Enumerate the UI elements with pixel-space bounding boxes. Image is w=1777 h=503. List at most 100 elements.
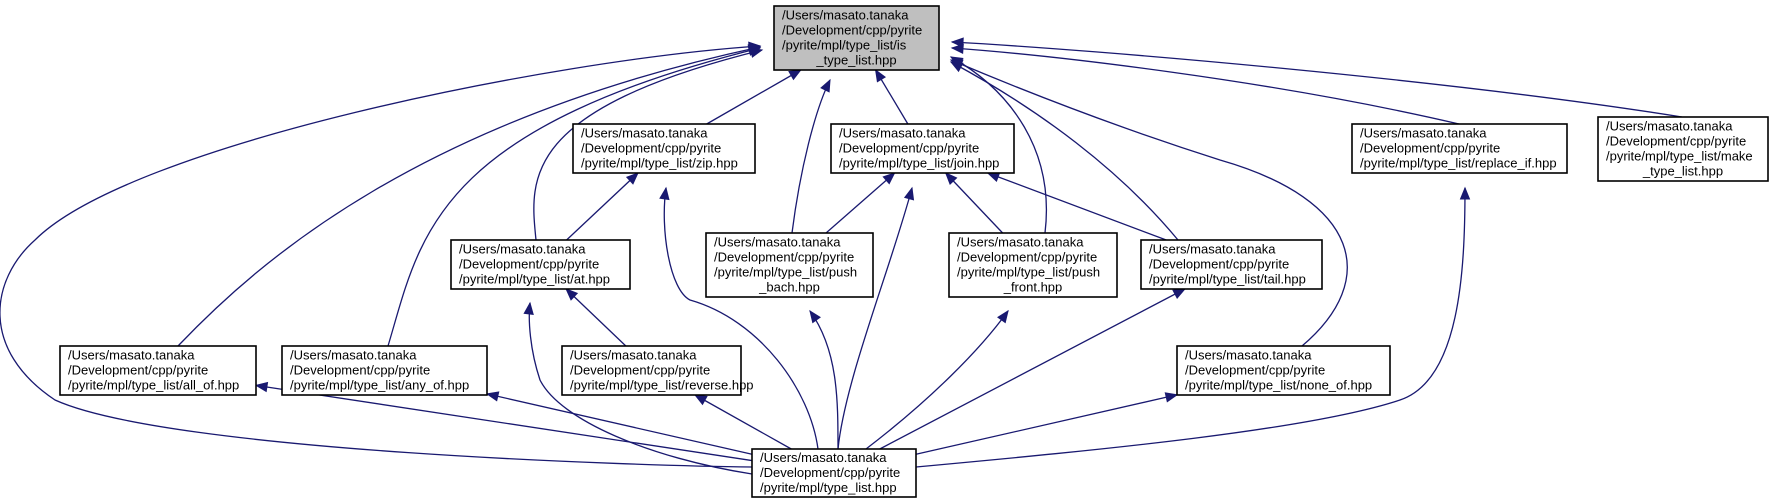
node-label-line: /Development/cpp/pyrite [957,250,1097,265]
arrowhead-icon [659,186,670,201]
node-label-line: /pyrite/mpl/type_list/reverse.hpp [570,378,754,393]
edge-replace_if-to-is_type_list [950,43,1460,125]
arrowhead-icon [903,186,915,201]
node-label-line: /pyrite/mpl/type_list/none_of.hpp [1185,378,1372,393]
edge-type_list-to-is_type_list [0,41,762,468]
edge-type_list-to-any_of [485,391,753,455]
node-label-line: /Users/masato.tanaka [760,450,887,465]
edge-line [987,172,1167,241]
node-box [830,123,1015,174]
file-node-zip[interactable]: /Users/masato.tanaka/Development/cpp/pyr… [572,123,756,174]
edges-layer [0,37,1683,475]
arrowhead-icon [625,172,639,185]
node-box [751,448,917,498]
file-node-is-type-list[interactable]: /Users/masato.tanaka/Development/cpp/pyr… [773,5,940,71]
node-label-line: /Development/cpp/pyrite [714,250,854,265]
edge-line [951,41,1683,118]
node-label-line: /pyrite/mpl/type_list/all_of.hpp [68,378,239,393]
node-label-line: /Development/cpp/pyrite [1606,134,1746,149]
edge-line [566,172,639,241]
node-box [1176,345,1391,396]
node-label-line: /pyrite/mpl/type_list/at.hpp [459,272,610,287]
arrowhead-icon [1459,186,1471,200]
file-node-tail[interactable]: /Users/masato.tanaka/Development/cpp/pyr… [1140,239,1323,290]
file-node-push-front[interactable]: /Users/masato.tanaka/Development/cpp/pyr… [948,232,1118,298]
node-label-line: /Users/masato.tanaka [570,348,697,363]
file-node-any-of[interactable]: /Users/masato.tanaka/Development/cpp/pyr… [281,345,488,396]
edge-line [950,56,1047,234]
edge-at-to-zip [566,172,639,241]
file-node-type-list[interactable]: /Users/masato.tanaka/Development/cpp/pyr… [751,448,917,498]
arrowhead-icon [565,288,579,301]
arrowhead-icon [254,381,269,393]
file-node-all-of[interactable]: /Users/masato.tanaka/Development/cpp/pyr… [59,345,257,396]
node-label-line: /pyrite/mpl/type_list/push [714,265,857,280]
edge-line [865,310,1009,450]
file-node-reverse[interactable]: /Users/masato.tanaka/Development/cpp/pyr… [561,345,754,396]
edge-type_list-to-replace_if [915,186,1471,468]
node-label-line: /Development/cpp/pyrite [290,363,430,378]
arrowhead-icon [950,37,964,48]
edge-line [565,288,627,347]
node-label-line: /Users/masato.tanaka [782,8,909,23]
file-node-replace-if[interactable]: /Users/masato.tanaka/Development/cpp/pyr… [1351,123,1568,174]
file-node-make-type-list[interactable]: /Users/masato.tanaka/Development/cpp/pyr… [1597,116,1769,182]
node-label-line: /pyrite/mpl/type_list/zip.hpp [581,156,738,171]
node-label-line: /Users/masato.tanaka [1149,242,1276,257]
file-node-at[interactable]: /Users/masato.tanaka/Development/cpp/pyr… [450,239,631,290]
arrowhead-icon [882,172,896,185]
arrowhead-icon [523,301,534,316]
arrowhead-icon [485,391,500,402]
node-label-line: /Users/masato.tanaka [1606,119,1733,134]
edge-none_of-to-is_type_list [949,59,1348,347]
node-label-line: /pyrite/mpl/type_list/tail.hpp [1149,272,1306,287]
node-label-line: /Users/masato.tanaka [68,348,195,363]
edge-line [486,393,753,455]
node-label-line: _type_list.hpp [815,53,896,68]
node-box [1597,116,1769,182]
edge-type_list-to-push_bach [809,309,839,450]
node-label-line: /pyrite/mpl/type_list/replace_if.hpp [1360,156,1557,171]
file-node-push-bach[interactable]: /Users/masato.tanaka/Development/cpp/pyr… [705,232,874,298]
node-label-line: /Users/masato.tanaka [714,235,841,250]
node-label-line: /pyrite/mpl/type_list.hpp [760,480,897,495]
arrowhead-icon [997,309,1009,324]
node-label-line: /Development/cpp/pyrite [581,141,721,156]
node-label-line: /Development/cpp/pyrite [68,363,208,378]
node-box [281,345,488,396]
arrowhead-icon [986,172,1001,182]
edge-line [950,59,1348,347]
edge-line [791,79,831,234]
arrowhead-icon [748,41,762,52]
edge-line [663,187,819,450]
edge-line [533,49,763,241]
edge-line [255,384,753,462]
arrowhead-icon [1164,392,1179,403]
edge-line [177,46,761,347]
node-label-line: /Development/cpp/pyrite [459,257,599,272]
node-label-line: /Development/cpp/pyrite [1149,257,1289,272]
edge-line [694,394,792,450]
edge-line [825,172,895,234]
arrowhead-icon [693,394,708,406]
node-label-line: /Users/masato.tanaka [1360,126,1487,141]
edge-push_front-to-join [944,172,1004,234]
node-label-line: /Development/cpp/pyrite [1360,141,1500,156]
edge-type_list-to-push_front [865,309,1009,450]
arrowhead-icon [809,309,821,324]
edge-reverse-to-at [565,288,627,347]
node-label-line: /Development/cpp/pyrite [1185,363,1325,378]
node-label-line: /pyrite/mpl/type_list/make [1606,149,1753,164]
edge-type_list-to-zip [659,186,819,450]
node-label-line: /pyrite/mpl/type_list/join.hpp [839,156,999,171]
edge-line [706,69,802,125]
edge-zip-to-is_type_list [706,69,802,125]
edge-push_bach-to-is_type_list [791,78,831,234]
edge-push_bach-to-join [825,172,896,234]
node-box [59,345,257,396]
node-label-line: _bach.hpp [758,280,820,295]
node-label-line: /Users/masato.tanaka [1185,348,1312,363]
file-node-none-of[interactable]: /Users/masato.tanaka/Development/cpp/pyr… [1176,345,1391,396]
file-node-join[interactable]: /Users/masato.tanaka/Development/cpp/pyr… [830,123,1015,174]
arrowhead-icon [1172,288,1186,299]
